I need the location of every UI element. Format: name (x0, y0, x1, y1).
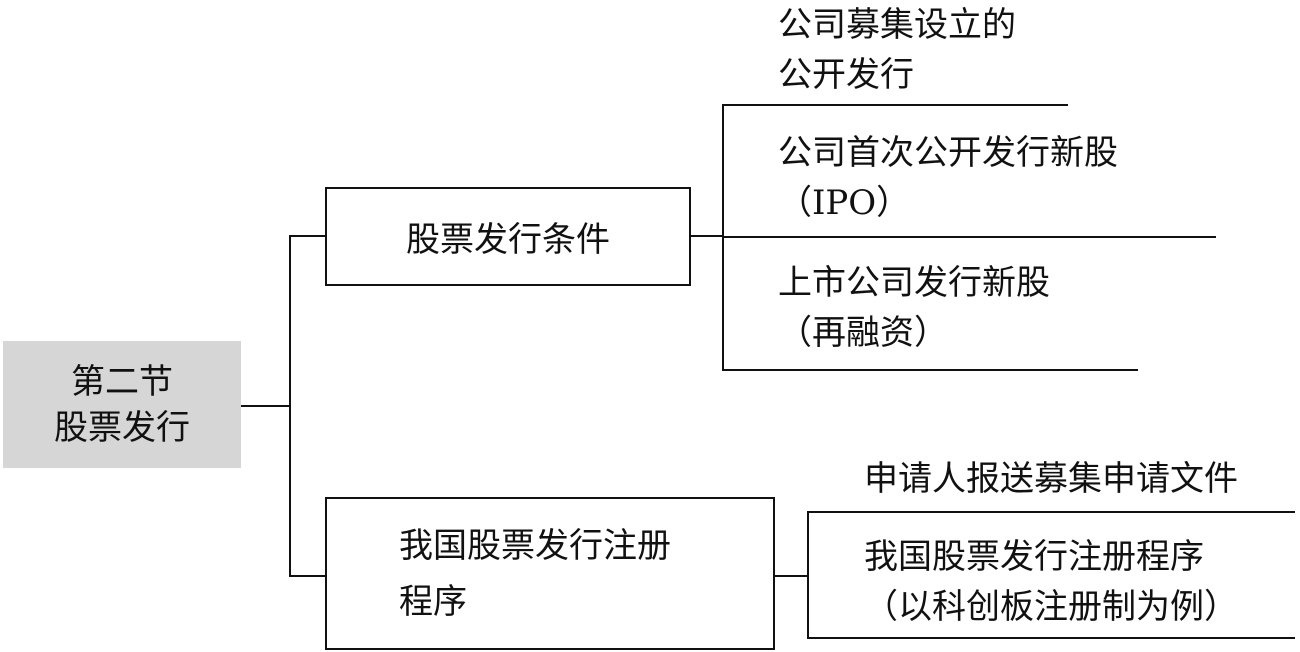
procedure-item-2-underline (807, 637, 1295, 639)
root-title: 第二节 (71, 361, 173, 402)
condition-item-1-underline (722, 104, 1068, 106)
connector-to-conditions (289, 235, 326, 237)
procedure-label-line1: 我国股票发行注册 (399, 525, 671, 566)
procedure-item-2-line1: 我国股票发行注册程序 (864, 537, 1204, 577)
root-subtitle: 股票发行 (54, 407, 190, 448)
connector-root-vertical (289, 235, 291, 577)
conditions-label: 股票发行条件 (406, 220, 610, 260)
root-node: 第二节 股票发行 (3, 341, 241, 468)
condition-item-1-line1: 公司募集设立的 (778, 5, 1016, 45)
procedure-node: 我国股票发行注册 程序 (325, 497, 775, 650)
procedure-item-2-line2: （以科创板注册制为例） (864, 587, 1238, 627)
connector-root-out (241, 405, 290, 407)
procedure-item-1-underline (807, 511, 1295, 513)
procedure-item-1-line1: 申请人报送募集申请文件 (864, 459, 1238, 499)
connector-to-procedure (289, 575, 326, 577)
procedure-label-line2: 程序 (399, 581, 467, 622)
condition-item-2: 公司首次公开发行新股 （IPO） (778, 128, 1118, 228)
condition-item-1: 公司募集设立的 公开发行 (778, 0, 1016, 100)
condition-item-3-line1: 上市公司发行新股 (778, 263, 1050, 303)
conditions-node: 股票发行条件 (325, 187, 691, 286)
condition-item-2-underline (722, 236, 1216, 238)
condition-item-2-line2: （IPO） (778, 183, 911, 223)
condition-item-3-line2: （再融资） (778, 313, 948, 353)
condition-item-2-line1: 公司首次公开发行新股 (778, 133, 1118, 173)
connector-procedure-out (775, 575, 809, 577)
condition-item-1-line2: 公开发行 (778, 55, 914, 95)
procedure-item-2: 我国股票发行注册程序 （以科创板注册制为例） (864, 532, 1238, 632)
connector-conditions-vertical (722, 105, 724, 371)
procedure-item-1: 申请人报送募集申请文件 (864, 454, 1238, 504)
connector-conditions-out (691, 235, 724, 237)
connector-procedure-vertical (807, 511, 809, 639)
condition-item-3-underline (722, 369, 1138, 371)
condition-item-3: 上市公司发行新股 （再融资） (778, 258, 1050, 358)
